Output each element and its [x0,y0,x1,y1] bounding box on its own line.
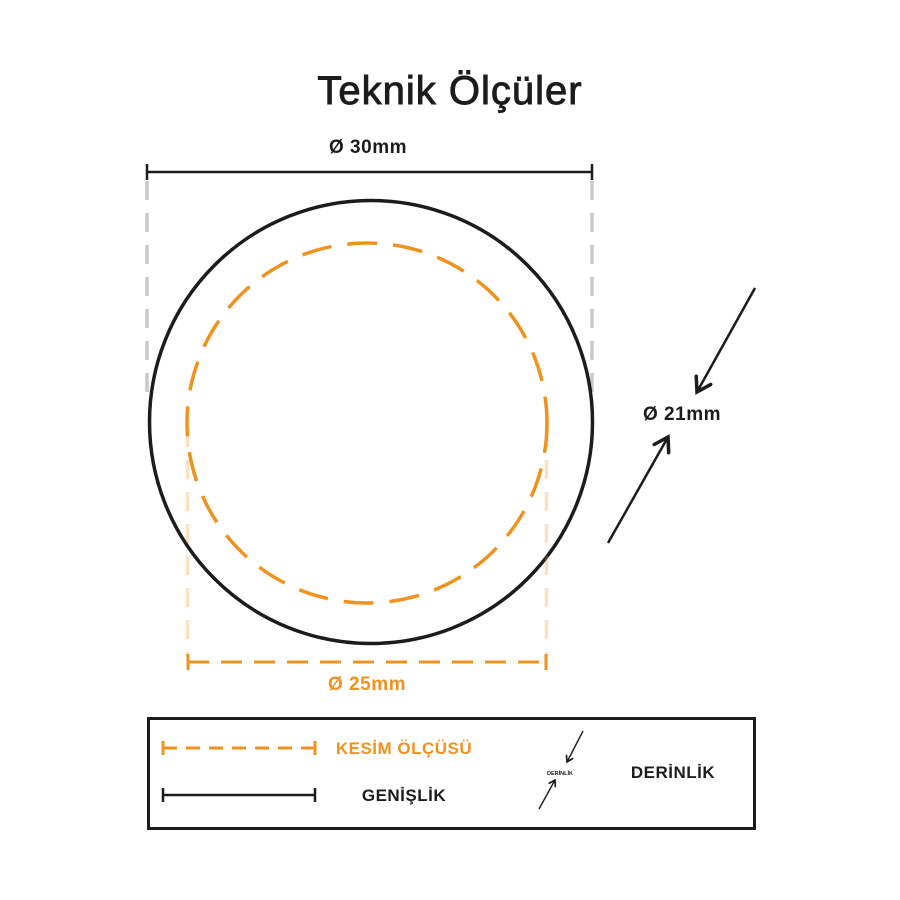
legend-depth-label: DERİNLİK [631,763,716,782]
legend-depth-arrow-upper [567,730,584,762]
cut-diameter-dimension: Ø 25mm [185,428,549,695]
outer-diameter-label: Ø 30mm [329,137,407,158]
outer-circle [147,198,595,646]
legend-cut-label: KESİM ÖLÇÜSÜ [336,739,472,758]
legend: KESİM ÖLÇÜSÜ GENİŞLİK DERİNLİK DERİNLİK [147,717,756,830]
cut-circle-dashed [185,241,549,605]
outer-diameter-dimension: Ø 30mm [145,137,594,400]
depth-label: Ø 21mm [643,404,721,425]
cut-diameter-label: Ø 25mm [328,674,406,695]
legend-width-label: GENİŞLİK [362,786,447,805]
page-title: Teknik Ölçüler [317,69,582,113]
depth-arrow-upper [697,287,757,392]
legend-box [147,717,756,830]
depth-dimension: Ø 21mm [606,287,757,544]
legend-depth-symbol-label: DERİNLİK [547,770,573,777]
depth-arrow-lower [606,437,668,544]
legend-depth-arrow-lower [538,780,555,810]
